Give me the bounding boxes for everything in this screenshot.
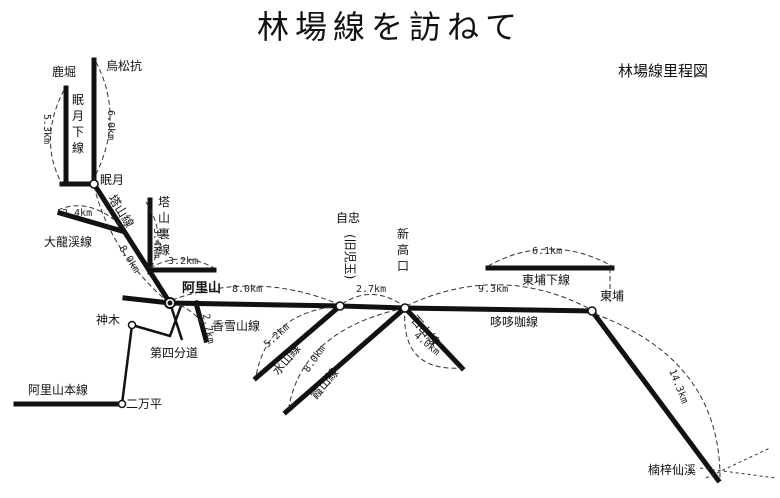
station-xingaokou-2: 高 — [397, 242, 409, 257]
mingetsu-marker — [89, 179, 99, 189]
nanzixian-hatch — [699, 447, 777, 479]
page-title: 林場線を訪ねて — [256, 8, 523, 46]
line-mianyue-lower-4: 線 — [72, 140, 84, 155]
arc-8-0km-main — [171, 285, 339, 305]
daisi-connector — [168, 302, 184, 341]
dist-2-7km-xiangxue: 2.7km — [200, 313, 216, 345]
dist-9-3km: 9.3km — [478, 284, 508, 295]
dist-14-3km: 14.3km — [666, 368, 690, 406]
arc-3-4km — [145, 201, 159, 271]
dist-5-3km: 5.3km — [41, 114, 52, 144]
station-xingaokou-3: 口 — [397, 259, 409, 273]
arc-3-2km — [149, 258, 215, 269]
station-shenmu: 神木 — [96, 313, 120, 327]
station-nanzixian: 楠梓仙溪 — [648, 462, 696, 477]
station-dongpu: 東埔 — [600, 289, 624, 303]
dist-8-0km-main: 8.0km — [232, 284, 262, 295]
line-tashan-li-4: 線 — [158, 242, 170, 257]
alishan-west-stub — [122, 295, 173, 306]
dist-3-2km: 3.2km — [168, 256, 198, 267]
dist-6-0km: 6.0km — [105, 110, 116, 140]
dist-5-2km: 5.2km — [262, 322, 292, 350]
station-mingetsu: 眠月 — [100, 173, 124, 187]
arc-8-0km-xiashan — [287, 307, 406, 413]
arc-2-4km — [57, 205, 125, 229]
shuishan-line — [252, 302, 344, 382]
station-labels: 鹿堀 烏松抗 眠月 阿里山 神木 二万平 第四分道 自忠 (旧児玉) 新 高 口… — [52, 58, 696, 477]
alishan-marker-inner — [167, 300, 173, 306]
station-zizhong-old: (旧児玉) — [343, 234, 357, 279]
dongpu-nanzixian-line — [588, 307, 722, 484]
line-dalongxi: 大龍渓線 — [44, 234, 92, 249]
line-tashan-li-2: 山 — [158, 211, 170, 225]
station-ushoukou: 烏松抗 — [106, 58, 142, 73]
arc-8-0km-tashan — [93, 185, 169, 303]
tashan-line — [90, 180, 174, 307]
diagram-subtitle: 林場線里程図 — [618, 62, 709, 80]
dist-2-4km: 2.4km — [62, 208, 92, 219]
duoduojia-line — [402, 305, 595, 314]
arc-5-3km — [50, 89, 65, 185]
line-alishan-main: 阿里山本線 — [28, 382, 88, 397]
xingaokou-marker — [400, 303, 410, 313]
dist-6-1km: 6.1km — [532, 246, 562, 257]
line-duoduojia: 哆哆咖線 — [490, 314, 538, 329]
dist-8-0km-xiashan: 8.0km — [302, 344, 328, 375]
dalongxi-line — [56, 209, 126, 235]
line-dongpu-lower: 東埔下線 — [522, 272, 570, 287]
station-xingaokou-1: 新 — [397, 226, 409, 241]
line-tashan-li-1: 塔 — [158, 195, 170, 209]
arc-9-3km — [405, 284, 591, 310]
dist-3-4km: 3.4km — [151, 228, 162, 258]
dist-2-7km: 2.7km — [356, 284, 386, 295]
track-lines — [13, 57, 722, 484]
line-xiangxue: 香雪山線 — [212, 318, 260, 333]
thin-lines — [120, 268, 611, 405]
shishan-line — [401, 304, 466, 372]
station-markers — [89, 179, 597, 409]
arc-6-1km — [487, 248, 613, 267]
station-alishan: 阿里山 — [182, 280, 221, 296]
distance-arcs — [50, 61, 721, 479]
station-shikabori: 鹿堀 — [52, 64, 76, 79]
arc-2-7km — [341, 294, 405, 307]
nimanping-marker — [117, 399, 127, 409]
line-mianyue-lower-1: 眠 — [72, 93, 84, 107]
main-line-zizhong-xingaokou — [337, 303, 408, 311]
shenmu-marker — [127, 320, 137, 330]
arc-4-0km — [404, 307, 463, 369]
xiashan-line — [282, 304, 409, 416]
line-tashan-li-3: 裏 — [158, 226, 170, 241]
station-daisi: 第四分道 — [150, 346, 198, 360]
station-nimanping: 二万平 — [126, 397, 162, 411]
zizhong-marker — [335, 301, 345, 311]
line-mianyue-lower-3: 下 — [72, 125, 84, 139]
arc-5-2km — [255, 305, 341, 377]
station-zizhong: 自忠 — [336, 211, 360, 225]
dongpu-marker — [587, 306, 597, 316]
arc-14-3km — [594, 313, 721, 479]
arc-2-7km-xiangxue — [179, 304, 209, 341]
line-mianyue-lower-2: 月 — [72, 109, 84, 123]
